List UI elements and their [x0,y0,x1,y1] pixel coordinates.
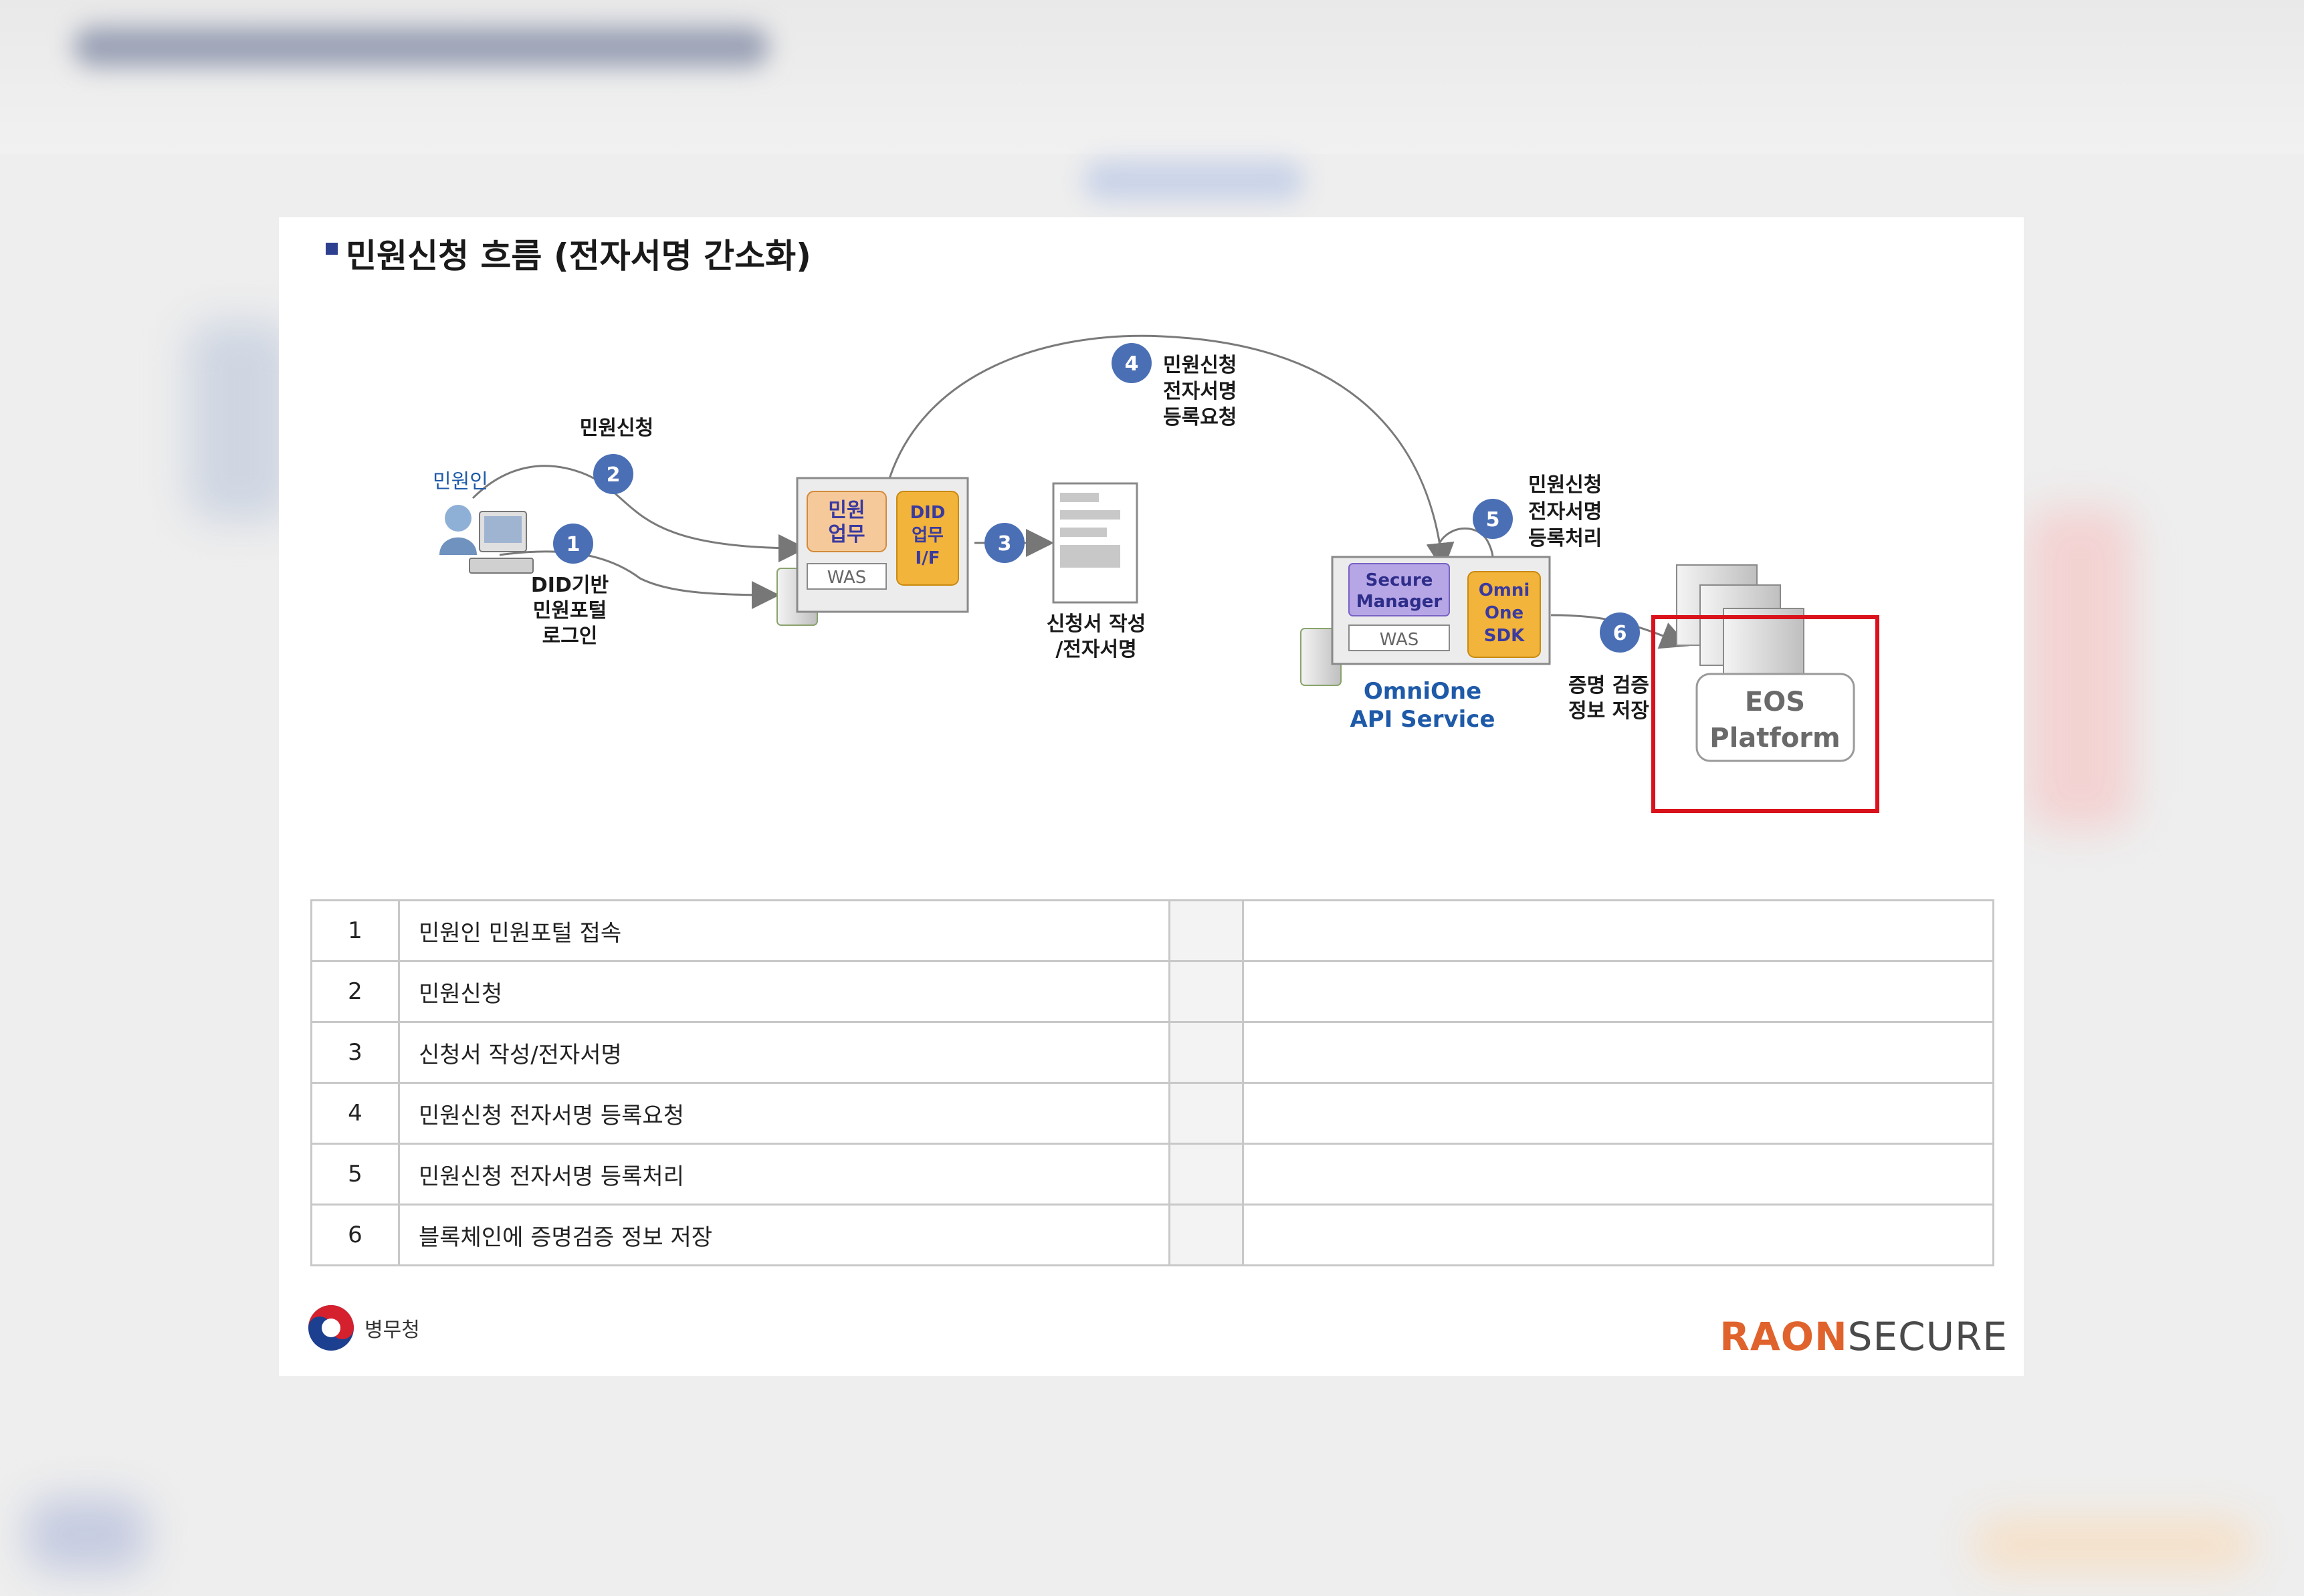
was1-box-b-line2: 업무 [912,526,944,546]
agency-logo: 병무청 [307,1304,420,1352]
blurred-header [0,0,2304,154]
step1-label-line2: 민원포털 [533,599,607,622]
step4-label-line2: 전자서명 [1163,380,1237,403]
row-num: 2 [312,961,399,1022]
step-circle-4: 4 [1112,343,1152,383]
omnione-was-label: WAS [1380,630,1419,650]
was1-box-a-line1: 민원 [828,499,865,522]
row-gap-cell [1170,1083,1243,1144]
raonsecure-logo: RAONSECURE [1719,1314,2008,1359]
row-empty-cell [1243,1205,1994,1266]
step-circle-6: 6 [1600,612,1640,653]
step3-label-line1: 신청서 작성 [1047,612,1146,636]
row-num: 1 [312,901,399,961]
steps-table: 1 민원인 민원포털 접속 2 민원신청 3 신청서 작성/전자서명 4 민원신… [310,899,1994,1266]
step5-label-line1: 민원신청 [1528,473,1602,497]
secure-manager-line1: Secure [1366,570,1433,590]
row-empty-cell [1243,901,1994,961]
row-empty-cell [1243,1144,1994,1205]
blurred-badge [1083,160,1304,201]
was1-box-b-line1: DID [910,503,946,523]
was1-box-a-line2: 업무 [828,523,865,546]
eos-label-line2: Platform [1709,723,1840,754]
was1-box-b-line3: I/F [916,548,940,568]
document-icon [1053,483,1137,602]
svg-text:3: 3 [998,532,1012,556]
table-row: 6 블록체인에 증명검증 정보 저장 [312,1205,1994,1266]
table-row: 1 민원인 민원포털 접속 [312,901,1994,961]
slide: 민원신청 흐름 (전자서명 간소화) 민원인 [279,217,2024,1376]
blurred-bottom-right [1973,1518,2254,1571]
row-desc: 민원인 민원포털 접속 [399,901,1170,961]
table-row: 4 민원신청 전자서명 등록요청 [312,1083,1994,1144]
table-row: 3 신청서 작성/전자서명 [312,1022,1994,1083]
row-gap-cell [1170,961,1243,1022]
step-circle-2: 2 [593,454,633,494]
step4-label-line3: 등록요청 [1163,406,1237,429]
row-num: 3 [312,1022,399,1083]
blurred-title-bar [74,27,769,67]
table-row: 5 민원신청 전자서명 등록처리 [312,1144,1994,1205]
row-empty-cell [1243,1022,1994,1083]
taegeuk-emblem-icon [307,1304,355,1352]
agency-name: 병무청 [364,1313,420,1343]
svg-text:4: 4 [1125,352,1139,376]
row-num: 5 [312,1144,399,1205]
row-gap-cell [1170,1022,1243,1083]
citizen-label: 민원인 [433,470,488,493]
omnione-caption-line1: OmniOne [1364,678,1481,705]
blurred-left-panel [187,321,294,522]
step5-label-line2: 전자서명 [1528,500,1602,524]
flow-diagram: 민원인 민원 업무 DID 업무 I/F WAS [279,217,2024,893]
eos-label-line1: EOS [1745,687,1805,717]
step5-label-line3: 등록처리 [1528,527,1602,550]
omnione-caption-line2: API Service [1350,706,1495,733]
step2-label: 민원신청 [580,417,653,440]
row-empty-cell [1243,961,1994,1022]
blurred-bottom-left [27,1498,147,1571]
row-desc: 블록체인에 증명검증 정보 저장 [399,1205,1170,1266]
row-desc: 민원신청 [399,961,1170,1022]
brand-raon: RAON [1719,1314,1847,1359]
step-circle-5: 5 [1473,499,1513,539]
svg-text:6: 6 [1613,622,1627,645]
step1-label-line3: 로그인 [542,624,598,648]
row-num: 4 [312,1083,399,1144]
sdk-line1: Omni [1479,580,1530,600]
blurred-right-panel [2026,508,2133,829]
table-row: 2 민원신청 [312,961,1994,1022]
svg-text:5: 5 [1486,508,1500,532]
step-circle-1: 1 [553,524,593,564]
sdk-line3: SDK [1484,626,1525,646]
brand-secure: SECURE [1848,1314,2008,1359]
step4-label-line1: 민원신청 [1163,354,1237,377]
row-gap-cell [1170,901,1243,961]
sdk-line2: One [1485,603,1524,623]
row-gap-cell [1170,1205,1243,1266]
row-num: 6 [312,1205,399,1266]
citizen-computer-icon [439,505,533,573]
row-desc: 신청서 작성/전자서명 [399,1022,1170,1083]
step6-label-line2: 정보 저장 [1568,699,1649,723]
row-desc: 민원신청 전자서명 등록요청 [399,1083,1170,1144]
row-gap-cell [1170,1144,1243,1205]
svg-text:2: 2 [607,463,621,487]
row-desc: 민원신청 전자서명 등록처리 [399,1144,1170,1205]
secure-manager-line2: Manager [1356,592,1443,612]
step3-label-line2: /전자서명 [1055,638,1136,661]
svg-text:1: 1 [566,533,581,556]
step1-label-line1: DID기반 [531,574,609,597]
step-circle-3: 3 [984,523,1025,563]
step6-label-line1: 증명 검증 [1568,674,1649,697]
row-empty-cell [1243,1083,1994,1144]
was1-label: WAS [827,568,867,588]
